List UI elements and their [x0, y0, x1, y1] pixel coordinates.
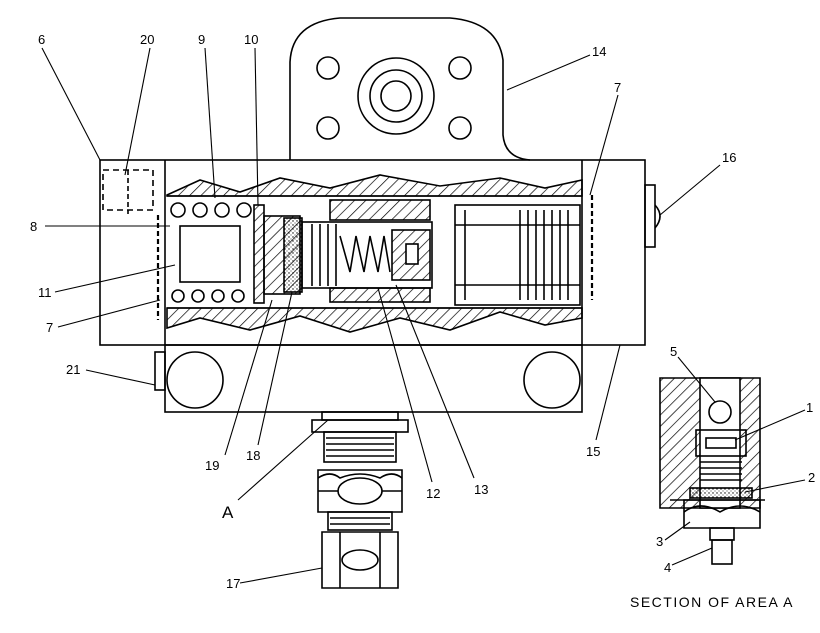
- spool-assembly: [263, 199, 433, 303]
- callout-13: 13: [474, 482, 488, 497]
- pressure-fitting: [311, 411, 409, 589]
- spring-coils: [170, 202, 252, 303]
- callout-4: 4: [664, 560, 671, 575]
- callout-14: 14: [592, 44, 606, 59]
- piston-stack: [454, 204, 581, 306]
- callout-7-right: 7: [614, 80, 621, 95]
- callout-9: 9: [198, 32, 205, 47]
- callout-18: 18: [246, 448, 260, 463]
- section-caption: SECTION OF AREA A: [630, 594, 794, 610]
- callout-19: 19: [205, 458, 219, 473]
- callout-8: 8: [30, 219, 37, 234]
- spring-retainer: [253, 204, 265, 304]
- callout-labels: 6 20 9 10 14 7 16 8 11 7 21 19 18 12 13 …: [30, 32, 815, 610]
- section-area-a-inset: [659, 377, 765, 565]
- leader-lines: [41, 47, 806, 584]
- lower-body: [154, 344, 583, 413]
- callout-2: 2: [808, 470, 815, 485]
- callout-15: 15: [586, 444, 600, 459]
- flange-outline: [289, 17, 531, 161]
- callout-6: 6: [38, 32, 45, 47]
- callout-11: 11: [38, 285, 52, 300]
- bore-section: [156, 174, 594, 333]
- callout-10: 10: [244, 32, 258, 47]
- callout-17: 17: [226, 576, 240, 591]
- callout-7-left: 7: [46, 320, 53, 335]
- callout-3: 3: [656, 534, 663, 549]
- callout-a: A: [222, 503, 234, 522]
- callout-16: 16: [722, 150, 736, 165]
- callout-12: 12: [426, 486, 440, 501]
- callout-5: 5: [670, 344, 677, 359]
- callout-21: 21: [66, 362, 80, 377]
- callout-1: 1: [806, 400, 813, 415]
- callout-20: 20: [140, 32, 154, 47]
